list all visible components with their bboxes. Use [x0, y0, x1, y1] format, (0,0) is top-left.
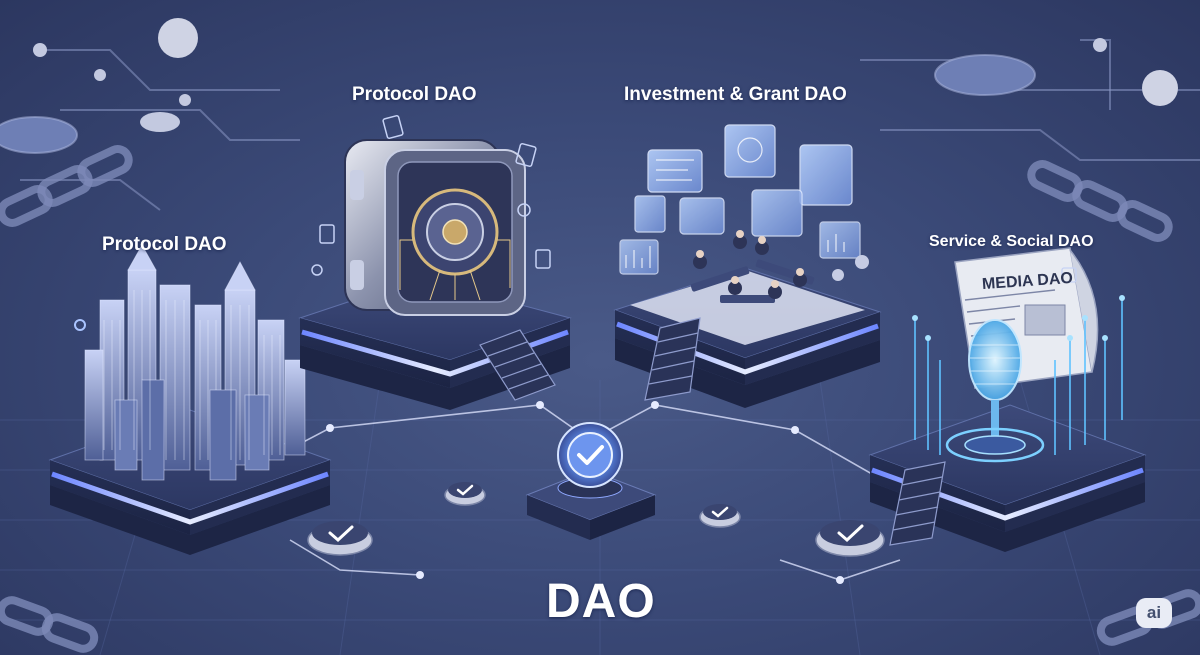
ai-badge: ai — [1136, 598, 1172, 628]
circuit-decoration-top-right — [860, 38, 1200, 161]
protocol-dao-label: Protocol DAO — [352, 84, 477, 105]
city-window-lines — [103, 290, 281, 460]
protocol-dao-city-label: Protocol DAO — [102, 234, 227, 255]
city-icon — [84, 244, 306, 481]
city-node-dot — [74, 319, 86, 331]
media-stairs — [889, 461, 946, 546]
checkmark-coin-icon — [699, 504, 741, 528]
service-social-dao-label: Service & Social DAO — [929, 233, 1094, 250]
investment-grant-dao-label: Investment & Grant DAO — [624, 84, 847, 105]
office-icon — [619, 124, 869, 303]
office-stairs — [644, 317, 701, 401]
circuit-decoration-top-left — [0, 18, 300, 211]
dao-title: DAO — [546, 575, 656, 628]
newspaper-microphone-icon — [912, 247, 1125, 463]
chain-decoration-right — [1027, 160, 1200, 646]
vault-stairs — [479, 329, 556, 401]
floating-doc-icons — [311, 114, 551, 276]
chain-decoration-left — [0, 145, 133, 653]
center-hub — [525, 469, 657, 540]
checkmark-coin-icon — [307, 521, 373, 556]
checkmark-coin-icon — [444, 482, 486, 506]
checkmark-shield-icon — [557, 422, 623, 488]
checkmark-coin-icon — [815, 520, 885, 557]
vault-icon — [344, 139, 526, 316]
